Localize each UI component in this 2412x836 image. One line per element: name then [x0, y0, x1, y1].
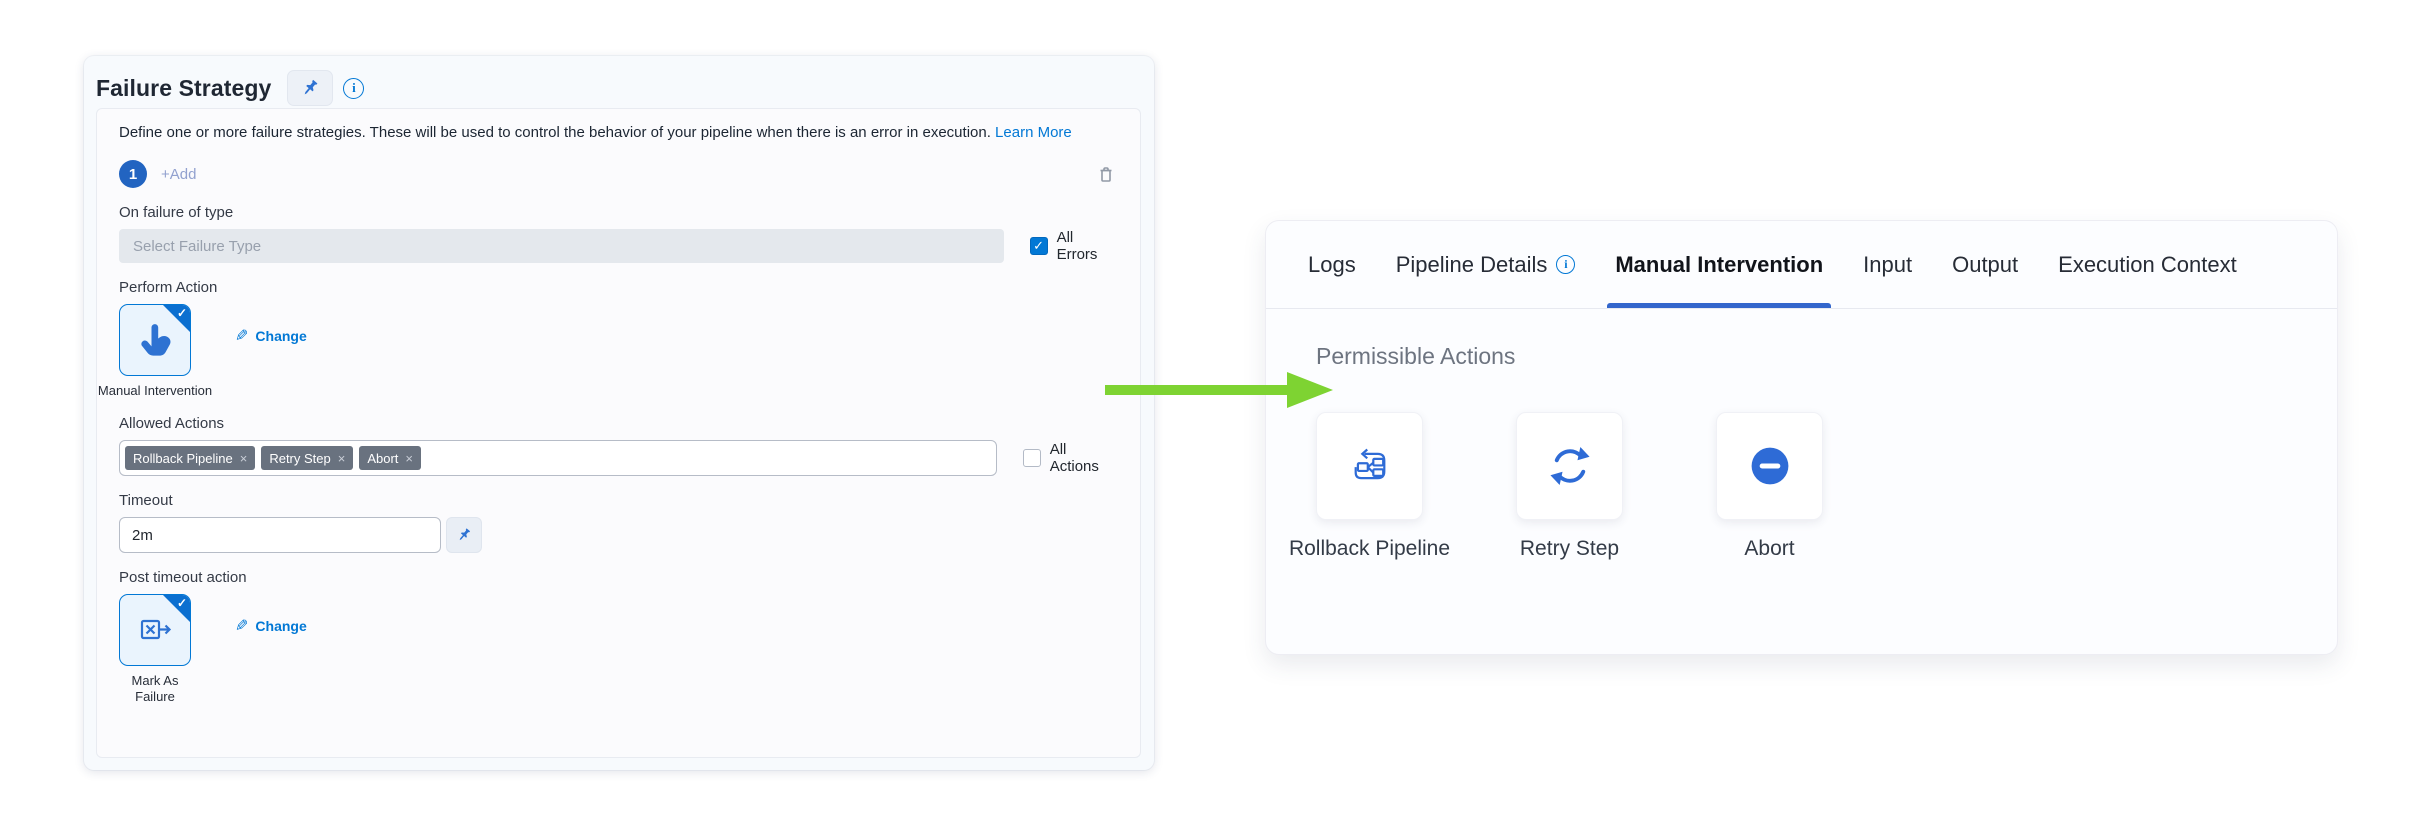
failure-strategy-panel: Failure Strategy i Define one or more fa…	[84, 56, 1154, 770]
action-label: Retry Step	[1519, 537, 1620, 560]
info-icon: i	[1556, 255, 1576, 274]
selected-action-name: Manual Intervention	[97, 383, 213, 398]
all-errors-checkbox[interactable]: ✓	[1029, 237, 1048, 255]
check-icon: ✓	[176, 306, 187, 320]
learn-more-link[interactable]: Learn More	[995, 124, 1072, 141]
change-action-button[interactable]: ✎ Change	[235, 328, 307, 345]
failure-type-row: ✓ All Errors	[119, 221, 1118, 263]
all-errors-row: ✓ All Errors	[1029, 229, 1118, 263]
selected-post-action-name: Mark As Failure	[131, 673, 179, 704]
tag-retry-step: Retry Step ×	[261, 446, 354, 470]
panel-title: Failure Strategy	[96, 74, 272, 101]
pencil-icon: ✎	[235, 328, 249, 345]
failure-strategy-form: Define one or more failure strategies. T…	[96, 108, 1141, 758]
selected-post-action: ✓ Mark As Failure	[119, 594, 191, 705]
all-actions-label: All Actions	[1049, 441, 1099, 475]
all-errors-label: All Errors	[1056, 229, 1098, 263]
remove-tag-icon[interactable]: ×	[337, 450, 346, 466]
post-timeout-action-label: Post timeout action	[119, 569, 247, 586]
tag-abort: Abort ×	[359, 446, 422, 470]
action-label: Rollback Pipeline	[1288, 537, 1451, 560]
pin-button[interactable]	[287, 70, 334, 106]
timeout-input[interactable]	[119, 517, 441, 553]
action-retry-step: Retry Step	[1516, 412, 1623, 561]
failure-type-select[interactable]	[119, 229, 1004, 263]
permissible-actions-title: Permissible Actions	[1316, 343, 1516, 369]
on-failure-of-type-label: On failure of type	[119, 204, 234, 221]
hand-pointer-icon	[141, 324, 171, 356]
manual-intervention-content: Permissible Actions Rollback Pipel	[1266, 309, 2337, 561]
selected-corner-badge	[163, 305, 190, 332]
rollback-pipeline-button[interactable]	[1316, 412, 1423, 520]
pushpin-icon	[459, 528, 471, 541]
trash-icon	[1100, 167, 1112, 182]
change-post-action-button[interactable]: ✎ Change	[235, 618, 307, 635]
perform-action-label: Perform Action	[119, 279, 218, 296]
tab-pipeline-details[interactable]: Pipeline Details i	[1396, 221, 1576, 308]
selected-action: ✓ Manual Intervention	[98, 304, 212, 399]
timeout-row	[119, 517, 1118, 553]
tab-manual-intervention[interactable]: Manual Intervention	[1607, 221, 1831, 308]
tab-output[interactable]: Output	[1952, 251, 2019, 277]
allowed-actions-input[interactable]: Rollback Pipeline × Retry Step × Abort ×	[119, 440, 997, 476]
permissible-actions-row: Rollback Pipeline Retry Step	[1289, 412, 2337, 561]
perform-action-row: ✓ Manual Intervention ✎ Change	[98, 304, 1118, 399]
mark-as-failure-icon	[140, 619, 172, 640]
selected-corner-badge	[163, 595, 190, 622]
all-actions-checkbox[interactable]: ✓	[1022, 449, 1041, 467]
action-label: Abort	[1744, 537, 1795, 560]
strategy-tabs-row: 1 +Add	[119, 160, 1118, 188]
remove-tag-icon[interactable]: ×	[239, 450, 248, 466]
callout-arrow	[1105, 372, 1333, 408]
retry-step-icon	[1549, 447, 1590, 485]
failure-strategy-header: Failure Strategy i	[84, 56, 1154, 106]
tab-execution-context[interactable]: Execution Context	[2058, 251, 2237, 277]
action-rollback-pipeline: Rollback Pipeline	[1289, 412, 1450, 561]
strategy-index-badge[interactable]: 1	[119, 160, 147, 188]
allowed-actions-row: Rollback Pipeline × Retry Step × Abort ×…	[119, 432, 1118, 476]
tab-input[interactable]: Input	[1863, 251, 1913, 277]
abort-icon	[1751, 447, 1788, 485]
check-icon: ✓	[176, 596, 187, 610]
panel-description: Define one or more failure strategies. T…	[119, 124, 1072, 141]
allowed-actions-label: Allowed Actions	[119, 415, 225, 432]
timeout-type-button[interactable]	[446, 517, 482, 553]
execution-details-panel: Logs Pipeline Details i Manual Intervent…	[1265, 220, 2338, 655]
info-icon[interactable]: i	[343, 77, 365, 99]
retry-step-button[interactable]	[1516, 412, 1623, 520]
abort-button[interactable]	[1716, 412, 1823, 520]
details-tabbar: Logs Pipeline Details i Manual Intervent…	[1266, 221, 2337, 309]
pencil-icon: ✎	[235, 618, 249, 635]
tag-rollback-pipeline: Rollback Pipeline ×	[125, 446, 256, 470]
manual-intervention-card[interactable]: ✓	[119, 304, 191, 376]
action-abort: Abort	[1716, 412, 1823, 561]
delete-strategy-button[interactable]	[1094, 162, 1118, 186]
rollback-pipeline-icon	[1354, 448, 1385, 480]
timeout-label: Timeout	[119, 492, 173, 509]
all-actions-row: ✓ All Actions	[1022, 441, 1118, 475]
add-strategy-button[interactable]: +Add	[161, 165, 197, 183]
mark-as-failure-card[interactable]: ✓	[119, 594, 191, 666]
pushpin-icon	[305, 79, 318, 95]
remove-tag-icon[interactable]: ×	[405, 450, 414, 466]
post-timeout-action-row: ✓ Mark As Failure ✎ Change	[119, 594, 1118, 705]
tab-logs[interactable]: Logs	[1308, 251, 1356, 277]
